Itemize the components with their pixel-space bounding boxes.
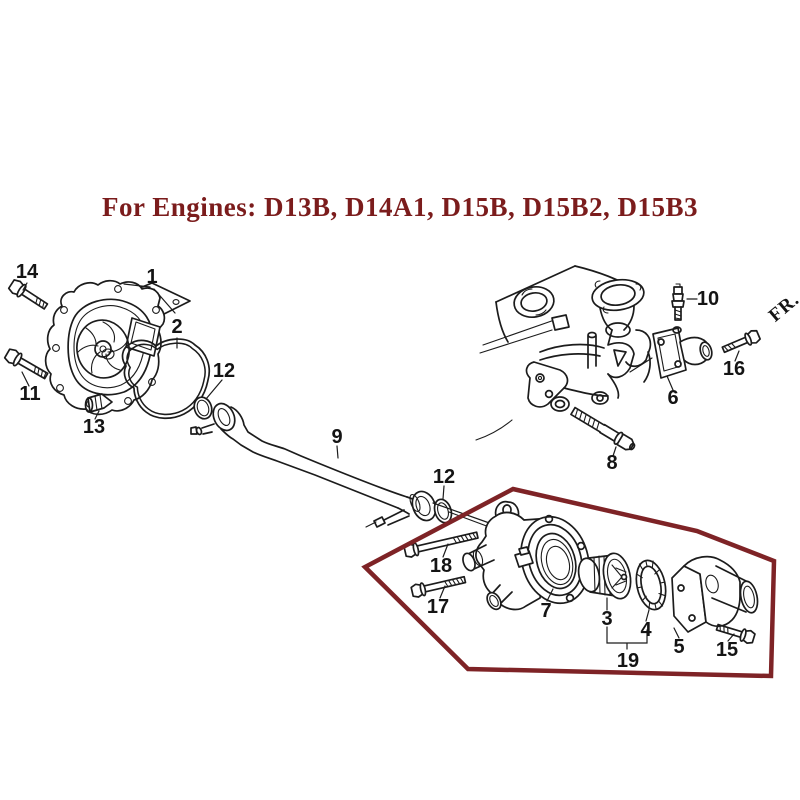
part-label-6: 6 bbox=[667, 387, 679, 409]
part-label-5: 5 bbox=[673, 636, 685, 658]
part-label-3: 3 bbox=[601, 608, 613, 630]
bolt-16-art bbox=[721, 329, 761, 354]
part-label-10: 10 bbox=[696, 288, 720, 310]
bolt-11-art bbox=[3, 348, 49, 380]
highlight-polygon bbox=[361, 486, 777, 679]
part-label-12: 12 bbox=[212, 360, 236, 382]
gasket-art bbox=[121, 338, 211, 420]
part-label-9: 9 bbox=[331, 426, 343, 448]
sensor-art bbox=[671, 283, 685, 321]
seal-ring-art bbox=[635, 559, 667, 611]
part-label-11: 11 bbox=[19, 383, 41, 405]
part-label-4: 4 bbox=[640, 619, 652, 641]
thermostat-housing-art bbox=[462, 500, 590, 611]
page-title: For Engines: D13B, D14A1, D15B, D15B2, D… bbox=[101, 192, 699, 222]
plug-13-art bbox=[84, 393, 113, 413]
part-label-8: 8 bbox=[606, 452, 618, 474]
part-label-7: 7 bbox=[540, 600, 552, 622]
bolt-14-art bbox=[7, 279, 49, 310]
cover-art bbox=[671, 555, 759, 633]
bolt-8-art bbox=[570, 406, 636, 451]
pipe-art bbox=[190, 402, 437, 528]
water-outlet-art bbox=[652, 326, 713, 379]
leader-lines bbox=[21, 282, 740, 650]
part-label-15: 15 bbox=[715, 639, 739, 661]
engine-block-art bbox=[475, 265, 653, 441]
part-label-12: 12 bbox=[432, 466, 456, 488]
water-pump-art bbox=[44, 279, 191, 416]
part-label-18: 18 bbox=[429, 555, 453, 577]
o-ring-upper-art bbox=[193, 396, 213, 420]
bolt-17-art bbox=[410, 575, 467, 598]
part-label-2: 2 bbox=[171, 316, 183, 338]
part-label-17: 17 bbox=[426, 596, 450, 618]
part-label-14: 14 bbox=[15, 261, 39, 283]
part-label-16: 16 bbox=[722, 358, 746, 380]
thermostat-art bbox=[577, 552, 632, 600]
part-label-19: 19 bbox=[616, 650, 640, 672]
part-label-13: 13 bbox=[82, 416, 106, 438]
bolt-15-art bbox=[715, 623, 756, 644]
part-label-1: 1 bbox=[146, 266, 158, 288]
